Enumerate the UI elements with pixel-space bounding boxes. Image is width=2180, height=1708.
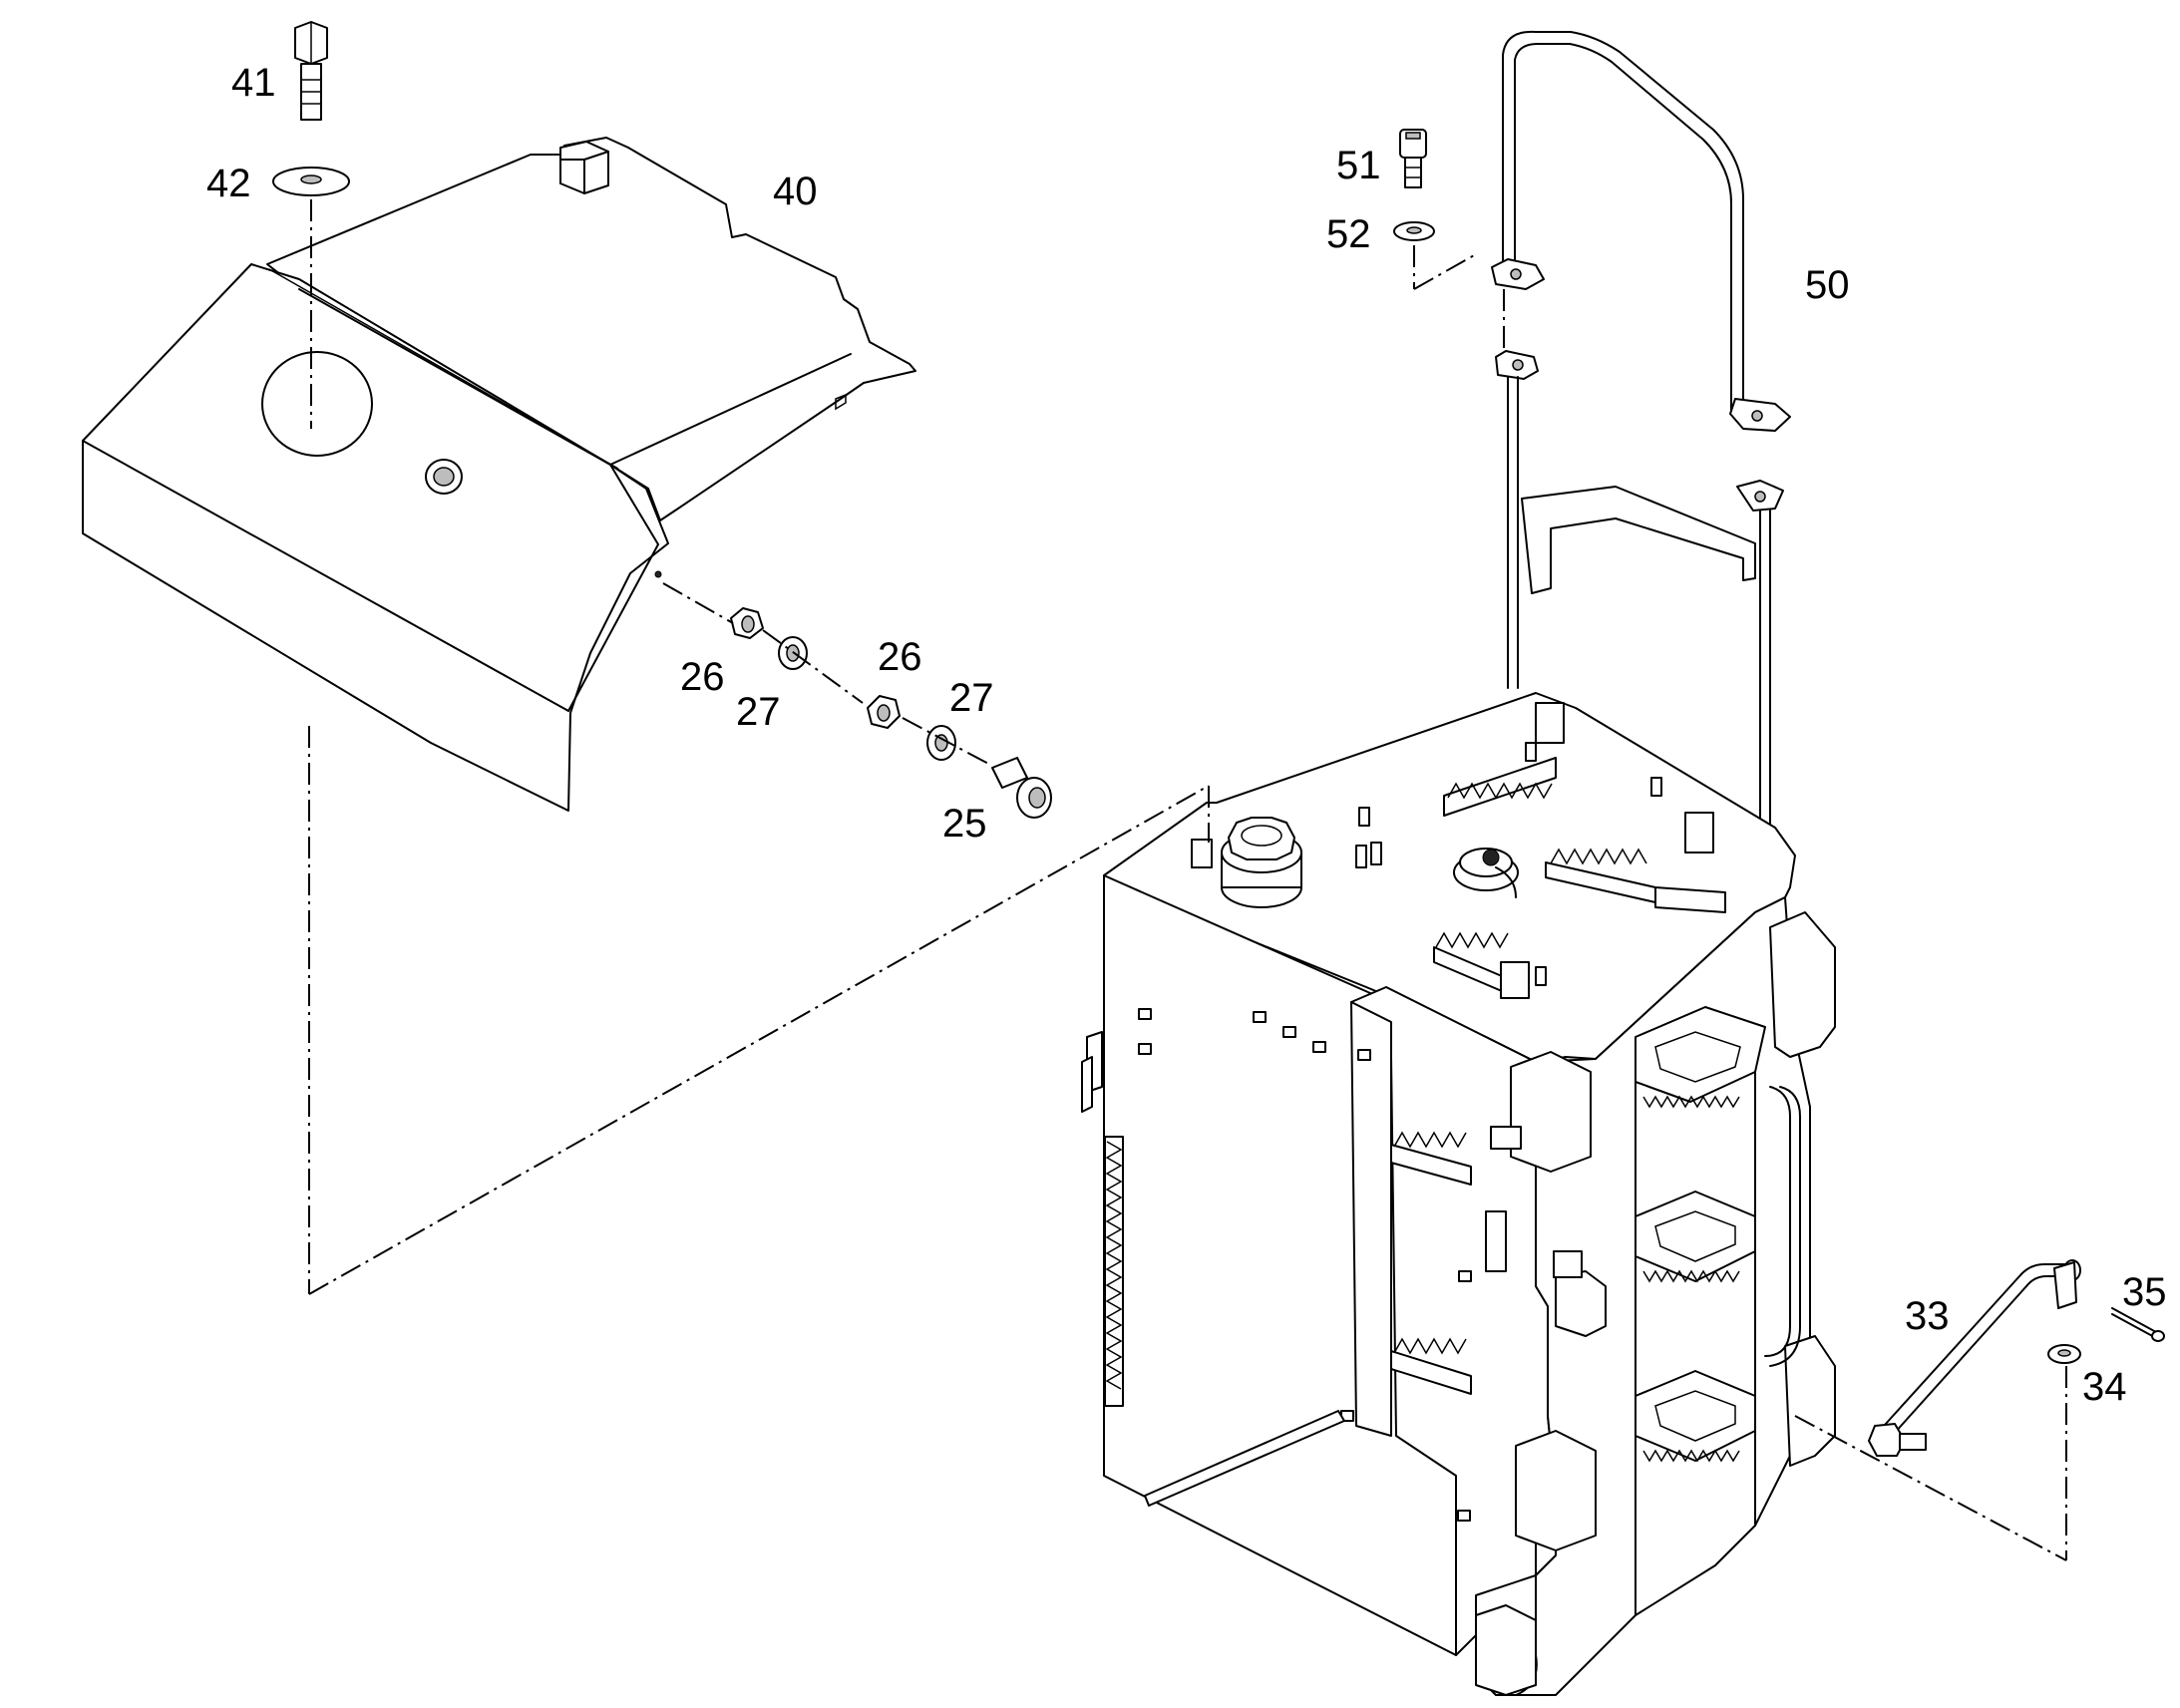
label-51: 51 bbox=[1336, 144, 1381, 187]
part-number-labels: 41 42 40 51 52 50 26 27 26 27 25 33 35 3… bbox=[206, 61, 2167, 1409]
label-25: 25 bbox=[942, 802, 987, 846]
tank-frame bbox=[1081, 350, 1836, 1696]
washer-34 bbox=[2047, 1261, 2081, 1364]
rod-33 bbox=[1868, 1259, 2081, 1457]
label-41: 41 bbox=[231, 61, 276, 105]
washer-42 bbox=[272, 167, 350, 196]
label-52: 52 bbox=[1326, 212, 1371, 256]
washer-52 bbox=[1393, 221, 1435, 241]
label-26-a: 26 bbox=[680, 655, 725, 699]
label-26-b: 26 bbox=[878, 635, 922, 679]
pin-25 bbox=[991, 757, 1052, 819]
label-40: 40 bbox=[773, 170, 818, 213]
bolt-41 bbox=[294, 21, 328, 121]
nut-26-b bbox=[867, 695, 901, 729]
assembly-lines bbox=[308, 199, 2067, 1561]
screw-51 bbox=[1399, 129, 1427, 188]
handrail-50 bbox=[1491, 30, 1791, 432]
label-50: 50 bbox=[1805, 263, 1850, 307]
pin-35 bbox=[2111, 1307, 2165, 1342]
label-33: 33 bbox=[1905, 1294, 1950, 1338]
washer-27-b bbox=[926, 725, 956, 761]
label-27-b: 27 bbox=[949, 676, 994, 720]
label-35: 35 bbox=[2122, 1270, 2167, 1314]
nut-26-a bbox=[730, 607, 764, 639]
label-27-a: 27 bbox=[736, 690, 781, 734]
label-42: 42 bbox=[206, 162, 251, 205]
label-34: 34 bbox=[2082, 1365, 2127, 1409]
cover-40 bbox=[82, 137, 916, 812]
